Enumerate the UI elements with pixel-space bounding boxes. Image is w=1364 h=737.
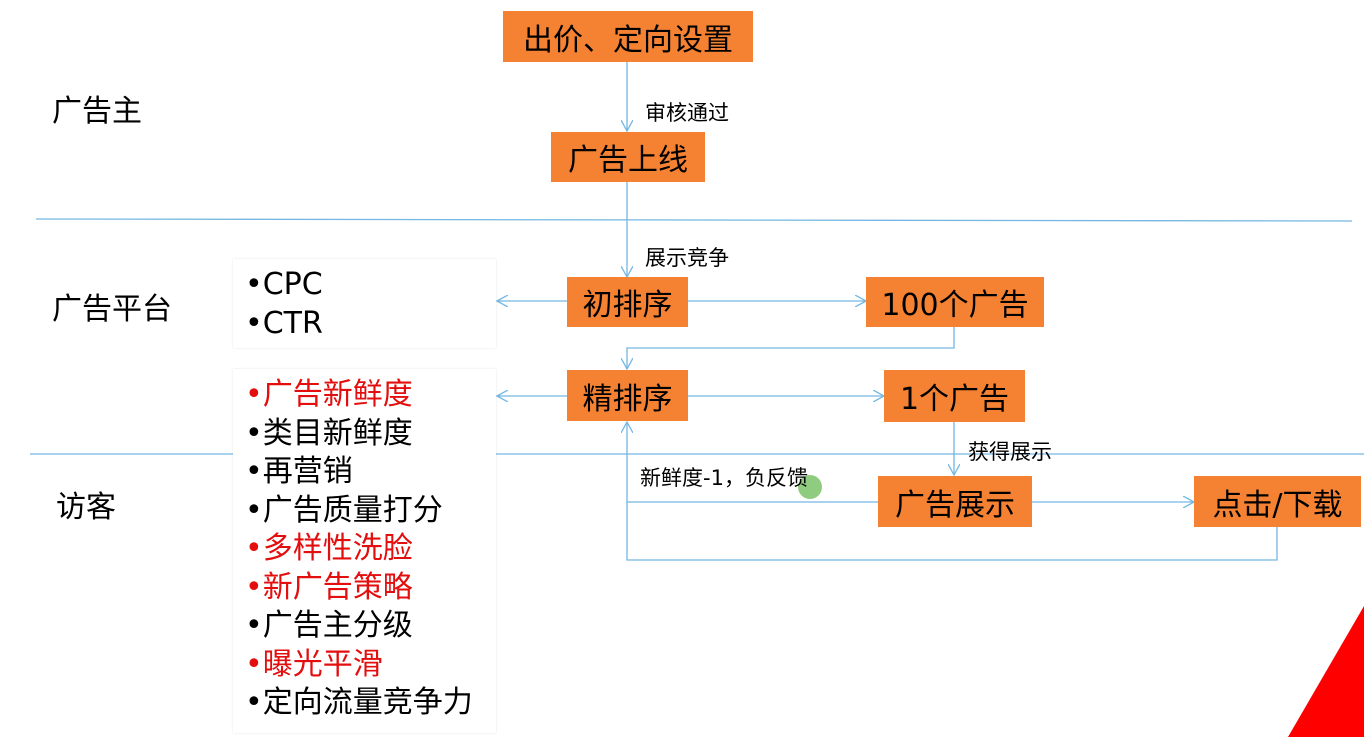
edge-label-get-display: 获得展示	[968, 440, 1052, 464]
list-item: •广告质量打分	[245, 492, 443, 528]
list-item: •CPC	[245, 267, 323, 302]
list-item: •CTR	[245, 305, 323, 341]
edge-label-display-competition: 展示竞争	[645, 246, 729, 270]
list-item: •多样性洗脸	[245, 531, 413, 566]
edge-label-review-pass: 审核通过	[645, 101, 729, 125]
cursor-indicator	[798, 475, 822, 499]
lane-label-visitor: 访客	[56, 490, 116, 525]
fine-factor-list: •广告新鲜度 •类目新鲜度 •再营销 •广告质量打分 •多样性洗脸 •新广告策略…	[233, 369, 496, 733]
list-item: •广告主分级	[245, 608, 413, 643]
edge-top100-to-fine	[627, 327, 955, 369]
box-top1-ad: 1个广告	[884, 370, 1025, 422]
list-item: •曝光平滑	[245, 646, 383, 682]
box-fine-rank: 精排序	[567, 370, 688, 421]
lane-label-advertiser: 广告主	[52, 94, 142, 129]
lane-divider-1	[35, 218, 1353, 222]
box-bid-targeting: 出价、定向设置	[503, 11, 753, 62]
edge-label-freshness-feedback: 新鲜度-1，负反馈	[640, 466, 808, 490]
edge-click-feedback	[626, 502, 1278, 561]
box-click-download: 点击/下载	[1194, 476, 1361, 527]
list-item: •类目新鲜度	[245, 415, 413, 451]
box-ad-online: 广告上线	[551, 132, 705, 182]
coarse-factor-list: •CPC •CTR	[233, 259, 496, 348]
box-coarse-rank: 初排序	[567, 277, 688, 327]
corner-accent-triangle	[1288, 606, 1364, 737]
lane-label-platform: 广告平台	[52, 292, 172, 327]
box-top100-ads: 100个广告	[866, 277, 1044, 327]
list-item: •再营销	[245, 454, 353, 489]
list-item: •新广告策略	[245, 569, 413, 605]
list-item: •广告新鲜度	[245, 377, 413, 412]
list-item: •定向流量竞争力	[245, 685, 473, 720]
box-ad-display: 广告展示	[878, 476, 1032, 527]
